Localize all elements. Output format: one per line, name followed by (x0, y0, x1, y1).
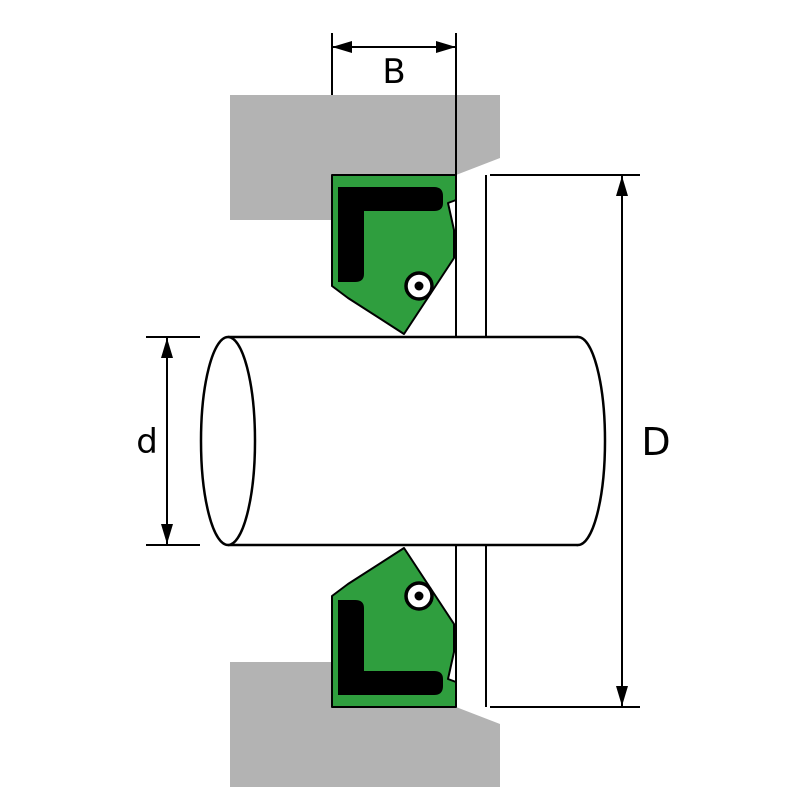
dimension-b: B (331, 33, 456, 95)
dim-b-arrow-right (436, 41, 456, 53)
shaft-edges (228, 335, 578, 547)
seal-top (331, 174, 457, 335)
seal-bottom-spring-center (414, 591, 424, 601)
dim-d-label: d (136, 422, 158, 462)
seal-bottom (331, 547, 457, 708)
shaft-body (228, 337, 578, 545)
seal-bottom-case (338, 600, 443, 695)
dim-b-label: B (382, 52, 405, 92)
shaft-left-end (199, 335, 257, 547)
dim-outer-d-arrow-down (616, 686, 628, 706)
dim-b-arrow-left (332, 41, 352, 53)
dim-d-arrow-down (161, 524, 173, 544)
dim-outer-d-arrow-up (616, 176, 628, 196)
dim-d-arrow-up (161, 338, 173, 358)
dimension-d: d (136, 336, 200, 546)
seal-top-spring-center (414, 281, 424, 291)
housing-bottom (230, 662, 500, 787)
seal-top-case (338, 187, 443, 282)
shaft (199, 335, 607, 547)
dimension-outer-d: D (490, 174, 671, 708)
housing-top (230, 95, 500, 220)
dim-outer-d-label: D (641, 420, 670, 464)
